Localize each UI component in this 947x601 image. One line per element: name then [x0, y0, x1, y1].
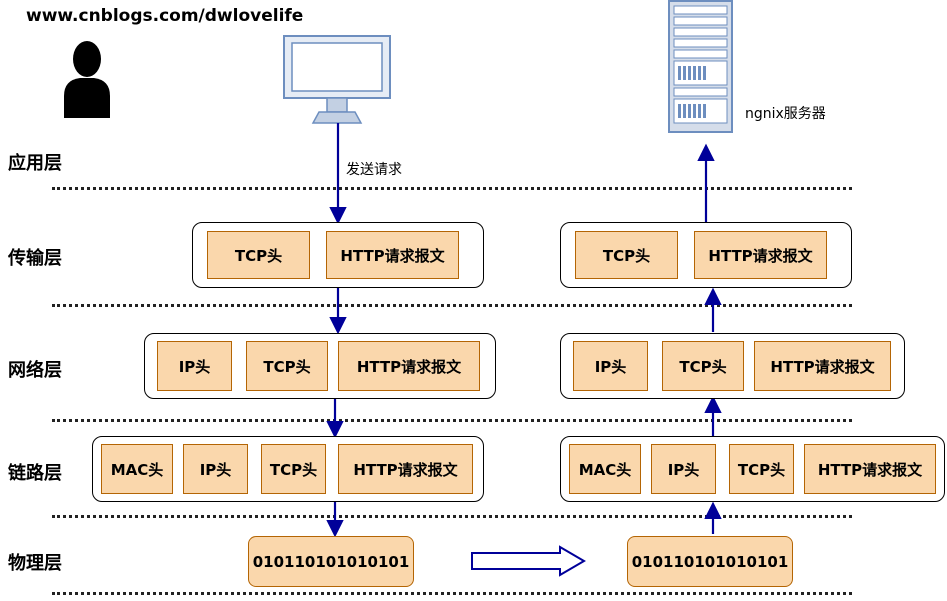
- layer-label-network: 网络层: [8, 360, 62, 381]
- layer-label-application: 应用层: [8, 153, 62, 174]
- send-request-label: 发送请求: [346, 162, 402, 178]
- layer-separator: [52, 187, 852, 190]
- tcp-header-box: TCP头: [207, 231, 310, 279]
- http-request-box: HTTP请求报文: [754, 341, 891, 391]
- ip-header-box: IP头: [573, 341, 648, 391]
- layer-separator: [52, 515, 852, 518]
- tcp-header-box: TCP头: [246, 341, 328, 391]
- mac-header-box: MAC头: [569, 444, 641, 494]
- ip-header-box: IP头: [157, 341, 232, 391]
- network-container-left: IP头 TCP头 HTTP请求报文: [144, 333, 496, 399]
- tcp-header-box: TCP头: [261, 444, 326, 494]
- layer-separator: [52, 304, 852, 307]
- tcp-header-box: TCP头: [575, 231, 678, 279]
- transport-container-right: TCP头 HTTP请求报文: [560, 222, 852, 288]
- transfer-arrow-icon: [471, 545, 586, 577]
- layer-separator: [52, 419, 852, 422]
- ip-header-box: IP头: [183, 444, 248, 494]
- layer-separator: [52, 592, 852, 595]
- http-request-box: HTTP请求报文: [804, 444, 936, 494]
- http-request-box: HTTP请求报文: [326, 231, 459, 279]
- link-container-right: MAC头 IP头 TCP头 HTTP请求报文: [560, 436, 945, 502]
- tcp-header-box: TCP头: [729, 444, 794, 494]
- tcp-header-box: TCP头: [662, 341, 744, 391]
- watermark: www.cnblogs.com/dwlovelife: [26, 6, 304, 26]
- physical-bits-right: 010110101010101: [627, 536, 793, 587]
- transport-container-left: TCP头 HTTP请求报文: [192, 222, 484, 288]
- http-request-box: HTTP请求报文: [338, 341, 480, 391]
- server-icon: [668, 0, 733, 133]
- http-request-box: HTTP请求报文: [338, 444, 473, 494]
- server-label: ngnix服务器: [745, 106, 826, 122]
- ip-header-box: IP头: [651, 444, 716, 494]
- physical-bits-left: 010110101010101: [248, 536, 414, 587]
- layer-label-link: 链路层: [8, 463, 62, 484]
- monitor-icon: [283, 35, 391, 124]
- layer-label-transport: 传输层: [8, 248, 62, 269]
- mac-header-box: MAC头: [101, 444, 173, 494]
- person-icon: [64, 41, 110, 118]
- network-container-right: IP头 TCP头 HTTP请求报文: [560, 333, 905, 399]
- layer-label-physical: 物理层: [8, 553, 62, 574]
- link-container-left: MAC头 IP头 TCP头 HTTP请求报文: [92, 436, 484, 502]
- http-request-box: HTTP请求报文: [694, 231, 827, 279]
